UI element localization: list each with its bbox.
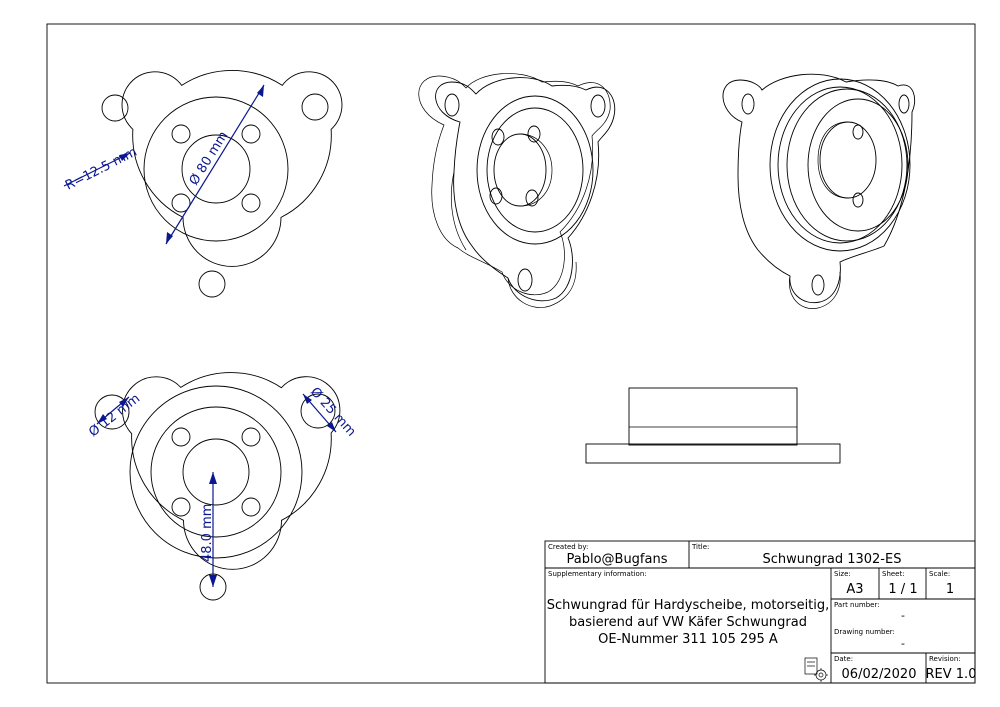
center-bore bbox=[819, 121, 877, 199]
drawing-frame bbox=[46, 23, 976, 684]
mount-hole bbox=[590, 94, 606, 118]
dimension-arrow bbox=[97, 414, 107, 424]
dimension-arrow bbox=[119, 153, 130, 161]
size-value: A3 bbox=[846, 582, 863, 597]
mount-hole bbox=[811, 274, 825, 296]
hub-outer-ring bbox=[476, 95, 594, 245]
date-value: 06/02/2020 bbox=[842, 667, 917, 682]
hub-inner-ring bbox=[486, 107, 584, 233]
rim-outer bbox=[769, 78, 911, 252]
mount-hole bbox=[301, 93, 329, 121]
size-label: Size: bbox=[834, 570, 851, 578]
bolt-hole bbox=[525, 189, 539, 207]
bolt-hole bbox=[852, 124, 864, 140]
bolt-hole bbox=[171, 427, 191, 447]
dimension-arrow bbox=[303, 394, 312, 404]
radius-dimension-line bbox=[63, 152, 131, 187]
rim-face bbox=[807, 98, 909, 232]
mount-hole bbox=[898, 94, 910, 114]
flange-edge bbox=[507, 261, 577, 308]
flange-body bbox=[585, 443, 841, 464]
bolt-hole bbox=[171, 124, 191, 144]
diameter-12-label: Ø 12 mm bbox=[86, 391, 143, 440]
flange-edge bbox=[450, 171, 467, 251]
bolt-hole bbox=[241, 497, 261, 517]
dimension-arrow bbox=[209, 575, 217, 587]
bolt-hole bbox=[491, 128, 505, 146]
rim-middle bbox=[777, 86, 903, 244]
drawing-title: Schwungrad 1302-ES bbox=[763, 552, 902, 567]
dimension-arrow bbox=[327, 422, 336, 432]
cad-logo-icon bbox=[804, 657, 828, 682]
bolt-hole bbox=[241, 193, 261, 213]
sheet-value: 1 / 1 bbox=[888, 582, 917, 597]
mount-hole bbox=[444, 93, 460, 117]
flange-outline bbox=[122, 372, 341, 570]
diameter-80-dimension-line bbox=[165, 84, 265, 245]
dimension-arrow bbox=[166, 232, 173, 244]
mount-hole bbox=[517, 268, 533, 292]
part-number-label: Part number: bbox=[834, 601, 880, 609]
mount-hole bbox=[94, 394, 130, 430]
front-view-top: R=12.5 mm Ø 80 mm bbox=[63, 69, 343, 298]
dimension-arrow bbox=[257, 85, 264, 97]
center-bore bbox=[181, 134, 251, 204]
title-block-frame bbox=[544, 540, 976, 684]
diameter-80-label: Ø 80 mm bbox=[187, 129, 232, 188]
outer-ring bbox=[143, 96, 289, 242]
distance-48-label: 48.0 mm bbox=[200, 504, 215, 562]
hub-body bbox=[628, 387, 798, 446]
date-label: Date: bbox=[834, 655, 853, 663]
flange-outline bbox=[722, 73, 916, 304]
bolt-hole bbox=[489, 187, 503, 205]
rim-inner bbox=[786, 88, 908, 242]
isometric-view-2 bbox=[722, 73, 916, 309]
supplementary-line-2: basierend auf VW Käfer Schwungrad bbox=[569, 615, 807, 630]
supplementary-line-3: OE-Nummer 311 105 295 A bbox=[598, 632, 778, 647]
center-bore bbox=[182, 438, 250, 506]
front-view-bottom: Ø 12 mm Ø 25 mm 48.0 mm bbox=[86, 372, 359, 601]
mount-hole bbox=[101, 94, 129, 122]
part-number-value: - bbox=[901, 609, 905, 622]
outer-ring bbox=[150, 406, 282, 538]
front-flange-outline bbox=[435, 77, 616, 302]
bolt-hole bbox=[527, 125, 541, 143]
back-flange-outline bbox=[418, 73, 611, 296]
dimension-arrow bbox=[209, 472, 217, 484]
bolt-hole bbox=[241, 427, 261, 447]
bore-depth bbox=[817, 121, 849, 199]
mount-hole bbox=[198, 270, 226, 298]
revision-value: REV 1.0 bbox=[926, 667, 977, 682]
created-by-value: Pablo@Bugfans bbox=[566, 552, 667, 567]
revision-label: Revision: bbox=[929, 655, 961, 663]
isometric-view-1 bbox=[418, 73, 616, 308]
outer-flange-ring bbox=[129, 385, 303, 559]
supplementary-label: Supplementary information: bbox=[548, 570, 647, 578]
mount-hole bbox=[300, 393, 336, 429]
scale-label: Scale: bbox=[929, 570, 950, 578]
bolt-hole bbox=[241, 124, 261, 144]
bolt-hole bbox=[852, 192, 864, 208]
side-view bbox=[585, 387, 841, 464]
supplementary-line-1: Schwungrad für Hardyscheibe, motorseitig… bbox=[547, 598, 830, 613]
bolt-hole bbox=[171, 193, 191, 213]
mount-hole bbox=[741, 93, 755, 115]
drawing-number-label: Drawing number: bbox=[834, 628, 895, 636]
title-block: Created by: Pablo@Bugfans Title: Schwung… bbox=[544, 540, 977, 684]
sheet-label: Sheet: bbox=[882, 570, 905, 578]
flange-edge bbox=[788, 271, 841, 309]
drawing-number-value: - bbox=[901, 637, 905, 650]
dimension-arrow bbox=[119, 397, 129, 407]
bore-depth bbox=[519, 133, 553, 207]
created-by-label: Created by: bbox=[548, 543, 588, 551]
scale-value: 1 bbox=[946, 582, 954, 597]
radius-label: R=12.5 mm bbox=[63, 145, 140, 194]
bolt-hole bbox=[171, 497, 191, 517]
title-label: Title: bbox=[691, 543, 709, 551]
flange-outline bbox=[121, 69, 343, 267]
